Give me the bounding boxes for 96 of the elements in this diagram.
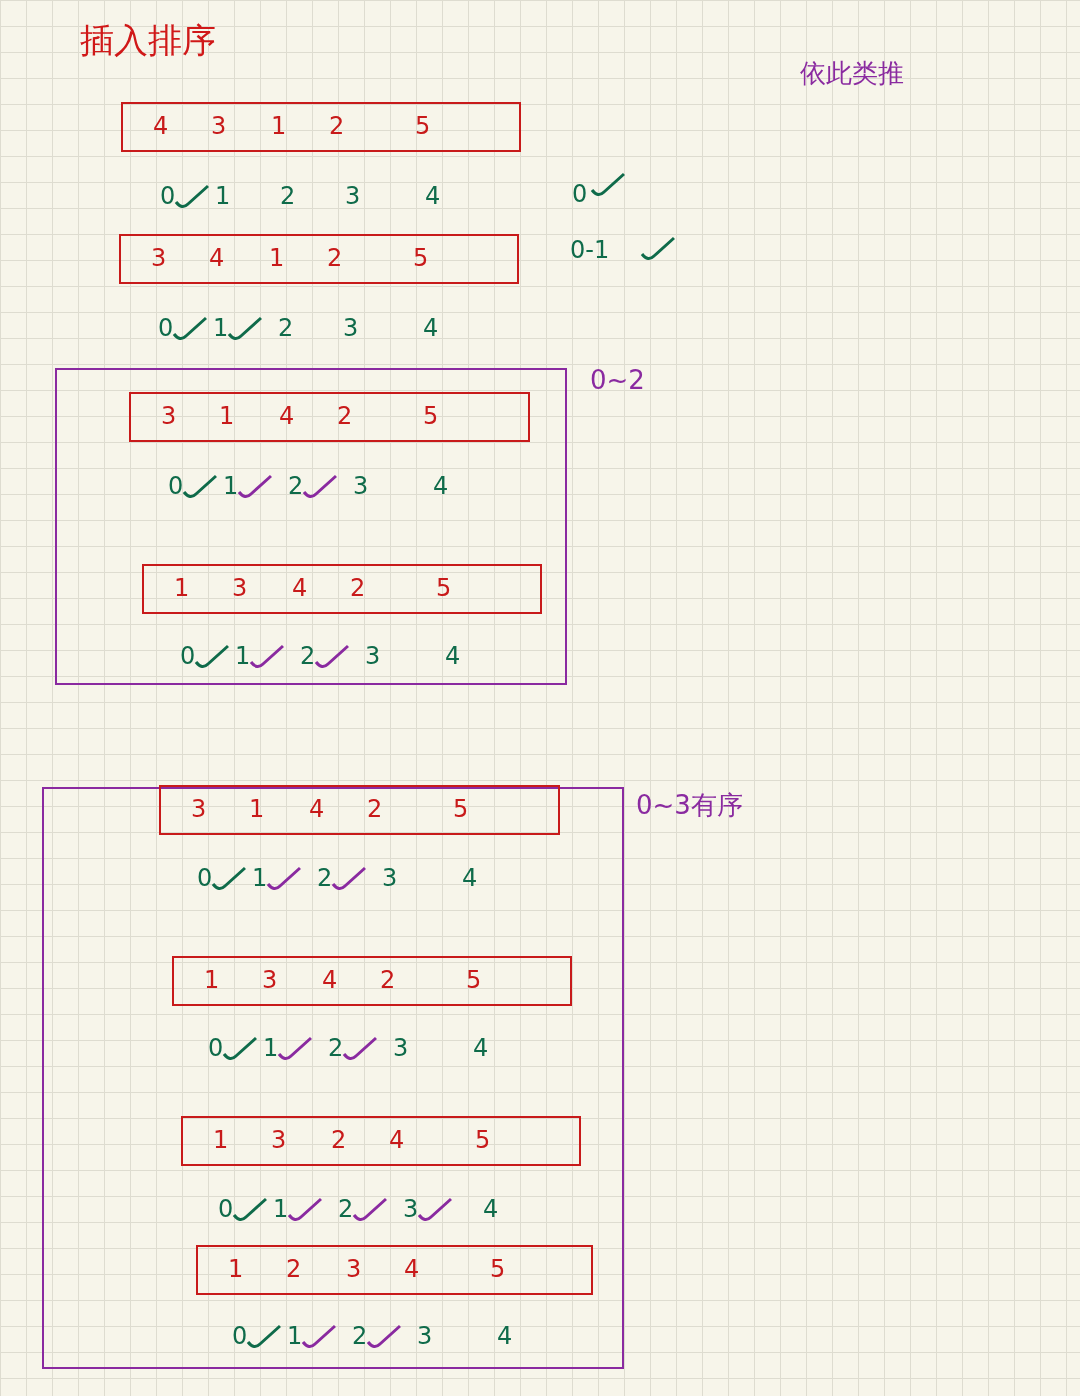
index-number: 4 bbox=[483, 1195, 499, 1223]
index-number: 1 bbox=[235, 642, 251, 670]
array-value: 1 bbox=[219, 402, 235, 430]
index-number: 3 bbox=[343, 314, 359, 342]
array-value: 5 bbox=[413, 244, 429, 272]
array-box bbox=[159, 785, 560, 835]
index-number: 4 bbox=[425, 182, 441, 210]
index-number: 4 bbox=[462, 864, 478, 892]
note: 依此类推 bbox=[800, 57, 904, 90]
index-number: 0 bbox=[218, 1195, 234, 1223]
array-box bbox=[172, 956, 572, 1006]
array-value: 5 bbox=[415, 112, 431, 140]
index-number: 0 bbox=[158, 314, 174, 342]
array-value: 5 bbox=[423, 402, 439, 430]
array-value: 5 bbox=[453, 795, 469, 823]
array-value: 4 bbox=[153, 112, 169, 140]
index-number: 1 bbox=[215, 182, 231, 210]
array-value: 3 bbox=[161, 402, 177, 430]
index-number: 2 bbox=[352, 1322, 368, 1350]
index-number: 3 bbox=[417, 1322, 433, 1350]
array-value: 3 bbox=[191, 795, 207, 823]
array-value: 5 bbox=[436, 574, 452, 602]
group-frame bbox=[55, 368, 567, 685]
array-value: 4 bbox=[292, 574, 308, 602]
range-note: 0~2 bbox=[590, 365, 645, 395]
array-value: 2 bbox=[329, 112, 345, 140]
array-value: 2 bbox=[331, 1126, 347, 1154]
array-box bbox=[119, 234, 519, 284]
array-value: 3 bbox=[262, 966, 278, 994]
step-note: 0 bbox=[572, 180, 588, 208]
array-value: 1 bbox=[204, 966, 220, 994]
array-value: 2 bbox=[286, 1255, 302, 1283]
index-number: 2 bbox=[288, 472, 304, 500]
group-frame bbox=[42, 787, 624, 1369]
array-value: 1 bbox=[269, 244, 285, 272]
index-number: 1 bbox=[263, 1034, 279, 1062]
range-note: 0~3有序 bbox=[636, 789, 743, 822]
index-number: 1 bbox=[213, 314, 229, 342]
index-number: 0 bbox=[232, 1322, 248, 1350]
index-number: 2 bbox=[328, 1034, 344, 1062]
title: 插入排序 bbox=[80, 19, 216, 62]
array-value: 2 bbox=[350, 574, 366, 602]
array-box bbox=[121, 102, 521, 152]
array-value: 5 bbox=[475, 1126, 491, 1154]
index-number: 3 bbox=[353, 472, 369, 500]
array-value: 2 bbox=[367, 795, 383, 823]
index-number: 2 bbox=[317, 864, 333, 892]
index-number: 1 bbox=[223, 472, 239, 500]
index-number: 2 bbox=[280, 182, 296, 210]
array-value: 5 bbox=[490, 1255, 506, 1283]
array-value: 5 bbox=[466, 966, 482, 994]
array-value: 3 bbox=[211, 112, 227, 140]
step-note: 0-1 bbox=[570, 236, 610, 264]
array-value: 4 bbox=[389, 1126, 405, 1154]
index-number: 3 bbox=[403, 1195, 419, 1223]
array-value: 4 bbox=[209, 244, 225, 272]
array-value: 3 bbox=[151, 244, 167, 272]
index-number: 1 bbox=[287, 1322, 303, 1350]
index-number: 2 bbox=[338, 1195, 354, 1223]
array-value: 2 bbox=[327, 244, 343, 272]
array-value: 1 bbox=[213, 1126, 229, 1154]
array-value: 3 bbox=[271, 1126, 287, 1154]
array-value: 4 bbox=[404, 1255, 420, 1283]
array-value: 1 bbox=[271, 112, 287, 140]
array-box bbox=[142, 564, 542, 614]
array-value: 1 bbox=[249, 795, 265, 823]
index-number: 1 bbox=[252, 864, 268, 892]
index-number: 0 bbox=[160, 182, 176, 210]
index-number: 3 bbox=[382, 864, 398, 892]
index-number: 0 bbox=[208, 1034, 224, 1062]
index-number: 0 bbox=[168, 472, 184, 500]
index-number: 4 bbox=[423, 314, 439, 342]
array-box bbox=[196, 1245, 593, 1295]
array-value: 2 bbox=[380, 966, 396, 994]
array-value: 1 bbox=[228, 1255, 244, 1283]
index-number: 4 bbox=[473, 1034, 489, 1062]
array-box bbox=[129, 392, 530, 442]
array-value: 4 bbox=[309, 795, 325, 823]
index-number: 2 bbox=[300, 642, 316, 670]
array-box bbox=[181, 1116, 581, 1166]
array-value: 4 bbox=[322, 966, 338, 994]
index-number: 0 bbox=[197, 864, 213, 892]
index-number: 0 bbox=[180, 642, 196, 670]
index-number: 1 bbox=[273, 1195, 289, 1223]
index-number: 4 bbox=[433, 472, 449, 500]
array-value: 1 bbox=[174, 574, 190, 602]
index-number: 3 bbox=[345, 182, 361, 210]
index-number: 3 bbox=[393, 1034, 409, 1062]
index-number: 3 bbox=[365, 642, 381, 670]
array-value: 4 bbox=[279, 402, 295, 430]
array-value: 3 bbox=[346, 1255, 362, 1283]
array-value: 2 bbox=[337, 402, 353, 430]
index-number: 4 bbox=[445, 642, 461, 670]
array-value: 3 bbox=[232, 574, 248, 602]
index-number: 4 bbox=[497, 1322, 513, 1350]
index-number: 2 bbox=[278, 314, 294, 342]
